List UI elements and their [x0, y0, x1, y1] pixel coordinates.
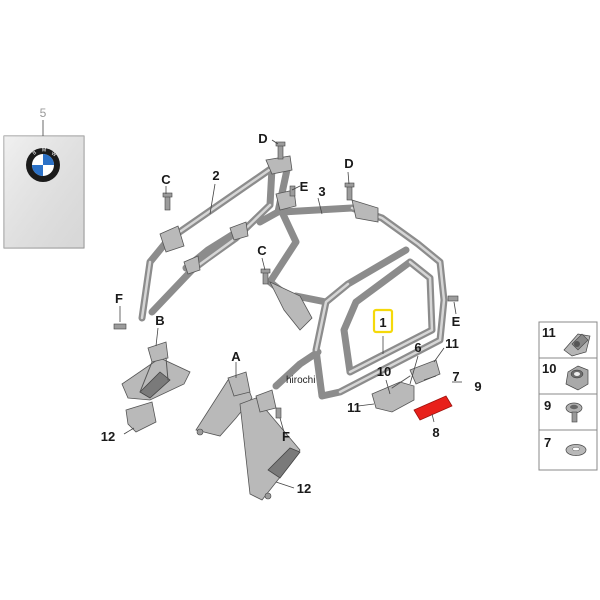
callout-3: 3 [318, 184, 325, 199]
legend-num-11: 11 [542, 325, 556, 340]
legend-num-9: 9 [544, 398, 551, 413]
svg-text:W: W [50, 151, 58, 159]
legend-num-10: 10 [542, 361, 556, 376]
callout-A: A [231, 349, 241, 364]
right-pannier-frame [266, 189, 448, 400]
leader-lines [119, 139, 462, 489]
callout-7: 7 [452, 369, 459, 384]
screw-icon [565, 402, 583, 423]
callout-8: 8 [432, 425, 439, 440]
highlight-box [372, 308, 394, 334]
callout-12-right: 12 [297, 481, 311, 496]
bolts [113, 141, 459, 419]
callout-E-upper: E [300, 179, 309, 194]
bracket-b [121, 341, 191, 433]
watermark: hirochi [286, 375, 315, 386]
callout-9: 9 [474, 379, 481, 394]
bracket-a [195, 371, 301, 501]
clip-nut-icon [563, 333, 591, 357]
emblem-card: 5 B M W [3, 106, 85, 249]
svg-text:M: M [42, 148, 46, 154]
washer-icon [565, 444, 587, 456]
callout-C-upper: C [161, 172, 171, 187]
svg-text:B: B [32, 149, 39, 156]
callouts: 1 2 3 6 7 8 9 10 11 11 12 12 A B C C D D… [101, 131, 482, 496]
hardware-legend: 11 10 9 7 [538, 321, 598, 471]
reflector-8 [413, 395, 453, 421]
callout-6: 6 [414, 340, 421, 355]
callout-D-right: D [344, 156, 353, 171]
callout-B: B [155, 313, 164, 328]
callout-10: 10 [377, 364, 391, 379]
bmw-logo-icon: B M W [26, 148, 60, 182]
reflector-icon [413, 395, 453, 421]
left-pannier-frame [138, 155, 293, 322]
callout-F-left: F [115, 291, 123, 306]
callout-C-lower: C [257, 243, 267, 258]
callout-11-lower: 11 [347, 400, 361, 415]
callout-5: 5 [40, 106, 47, 120]
legend-num-7: 7 [544, 435, 551, 450]
callout-12-left: 12 [101, 429, 115, 444]
callout-1: 1 [379, 315, 386, 330]
callout-F-right: F [282, 429, 290, 444]
callout-11-upper: 11 [445, 336, 459, 351]
callout-E-lower: E [452, 314, 461, 329]
mount-plate-6 [371, 359, 441, 413]
callout-2: 2 [212, 168, 219, 183]
hex-nut-icon [565, 365, 589, 391]
callout-D-left: D [258, 131, 267, 146]
